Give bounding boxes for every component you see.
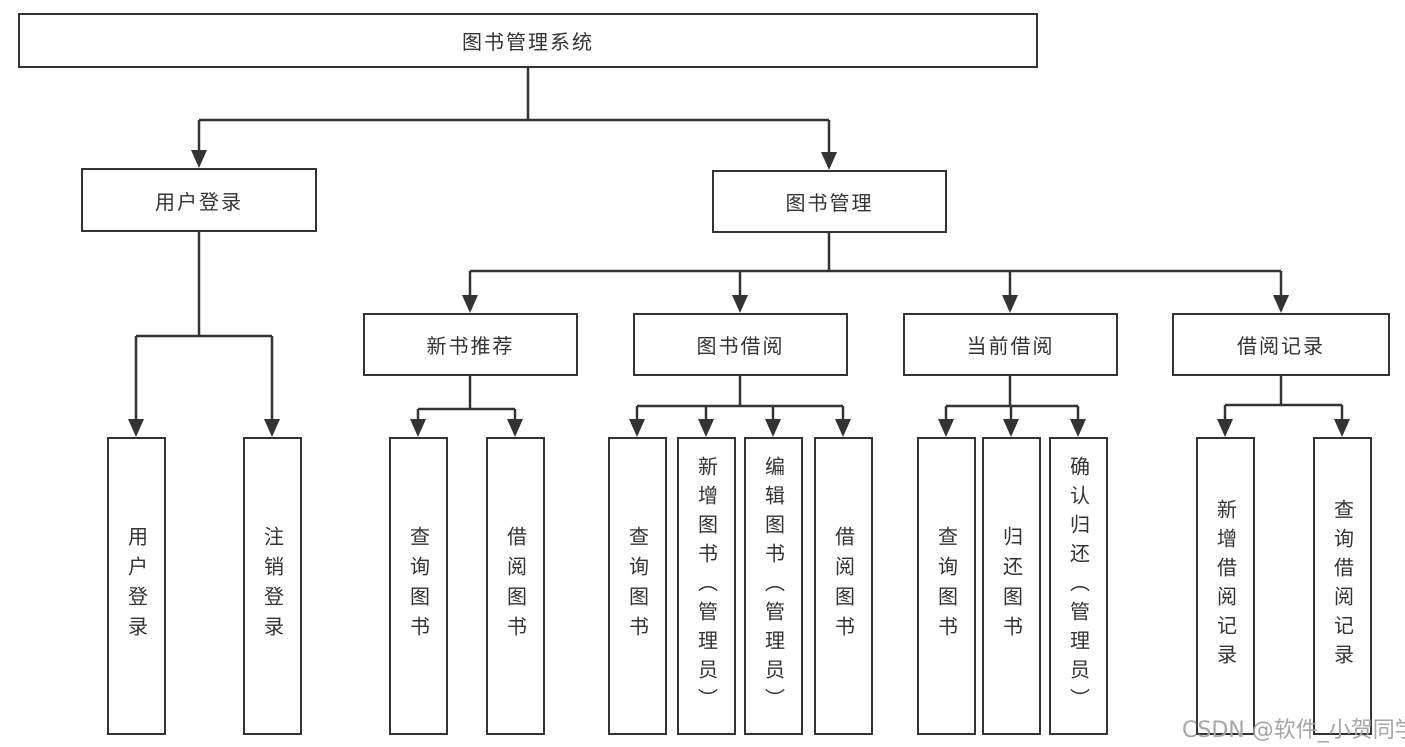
leaf-query-borrow-record: 查询借阅记录: [1313, 437, 1372, 735]
node-book-management: 图书管理: [712, 170, 947, 233]
node-label: 图书管理: [785, 191, 874, 215]
leaf-label: 查询借阅记录: [1330, 499, 1355, 673]
node-current-borrow: 当前借阅: [903, 313, 1118, 376]
leaf-label: 查询图书: [934, 526, 959, 646]
leaf-label: 借阅图书: [831, 526, 856, 646]
node-label: 图书管理系统: [462, 30, 594, 54]
node-new-book-recommend: 新书推荐: [363, 313, 578, 376]
leaf-add-book-admin: 新增图书（管理员）: [677, 437, 736, 735]
leaf-label: 注销登录: [260, 526, 285, 646]
node-label: 借阅记录: [1237, 334, 1325, 358]
leaf-logout: 注销登录: [243, 437, 302, 735]
node-label: 图书借阅: [696, 334, 785, 358]
node-book-borrow: 图书借阅: [633, 313, 848, 376]
leaf-label: 编辑图书（管理员）: [761, 455, 786, 717]
node-system-root: 图书管理系统: [18, 13, 1038, 68]
leaf-return-books: 归还图书: [982, 437, 1041, 735]
leaf-borrow-books: 借阅图书: [814, 437, 873, 735]
leaf-label: 新增图书（管理员）: [694, 455, 719, 717]
leaf-query-books: 查询图书: [389, 437, 448, 735]
leaf-label: 借阅图书: [503, 526, 528, 646]
node-borrow-records: 借阅记录: [1172, 313, 1390, 376]
csdn-watermark: CSDN @软件_小贺同学: [1182, 718, 1405, 743]
leaf-label: 用户登录: [124, 526, 149, 646]
connector-path: [134, 68, 1344, 423]
node-label: 当前借阅: [966, 334, 1055, 358]
leaf-user-login: 用户登录: [107, 437, 166, 735]
leaf-confirm-return-admin: 确认归还（管理员）: [1049, 437, 1108, 735]
leaf-label: 归还图书: [999, 526, 1024, 646]
leaf-edit-book-admin: 编辑图书（管理员）: [744, 437, 803, 735]
leaf-label: 查询图书: [625, 526, 650, 646]
node-user-login: 用户登录: [81, 168, 317, 232]
leaf-query-books: 查询图书: [608, 437, 667, 735]
leaf-query-books: 查询图书: [917, 437, 976, 735]
leaf-borrow-books: 借阅图书: [486, 437, 545, 735]
leaf-label: 查询图书: [406, 526, 431, 646]
node-label: 新书推荐: [426, 334, 515, 358]
leaf-label: 新增借阅记录: [1213, 499, 1238, 673]
leaf-label: 确认归还（管理员）: [1066, 455, 1091, 717]
leaf-add-borrow-record: 新增借阅记录: [1196, 437, 1255, 735]
node-label: 用户登录: [155, 189, 243, 214]
